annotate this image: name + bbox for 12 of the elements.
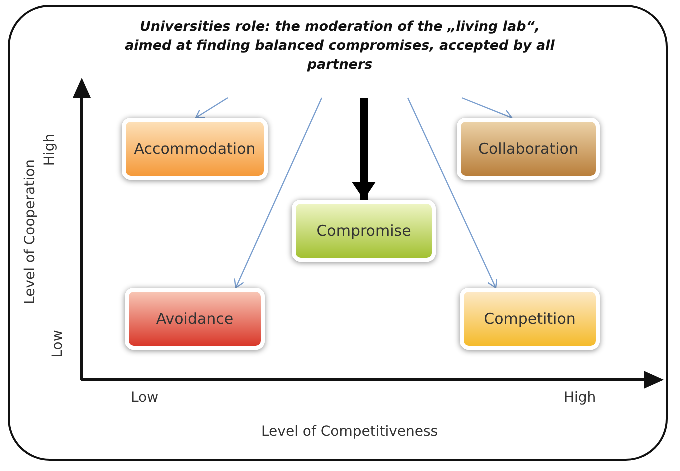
arrow	[195, 98, 228, 119]
arrow	[352, 98, 376, 200]
axis-tick-label: Low	[50, 330, 66, 358]
axis-tick-label: High	[564, 390, 596, 406]
axis-tick-label: High	[42, 134, 58, 166]
arrow	[407, 98, 498, 289]
axis-tick-label: Low	[131, 390, 159, 406]
note-text: Universities role: the moderation of the „living lab“, aimed at finding balanced compromises, accepted by all partners	[118, 18, 562, 98]
axis-title: Level of Competitiveness	[262, 424, 438, 440]
arrow	[234, 98, 323, 289]
arrow	[462, 97, 513, 120]
axis-title: Level of Cooperation	[22, 160, 38, 304]
